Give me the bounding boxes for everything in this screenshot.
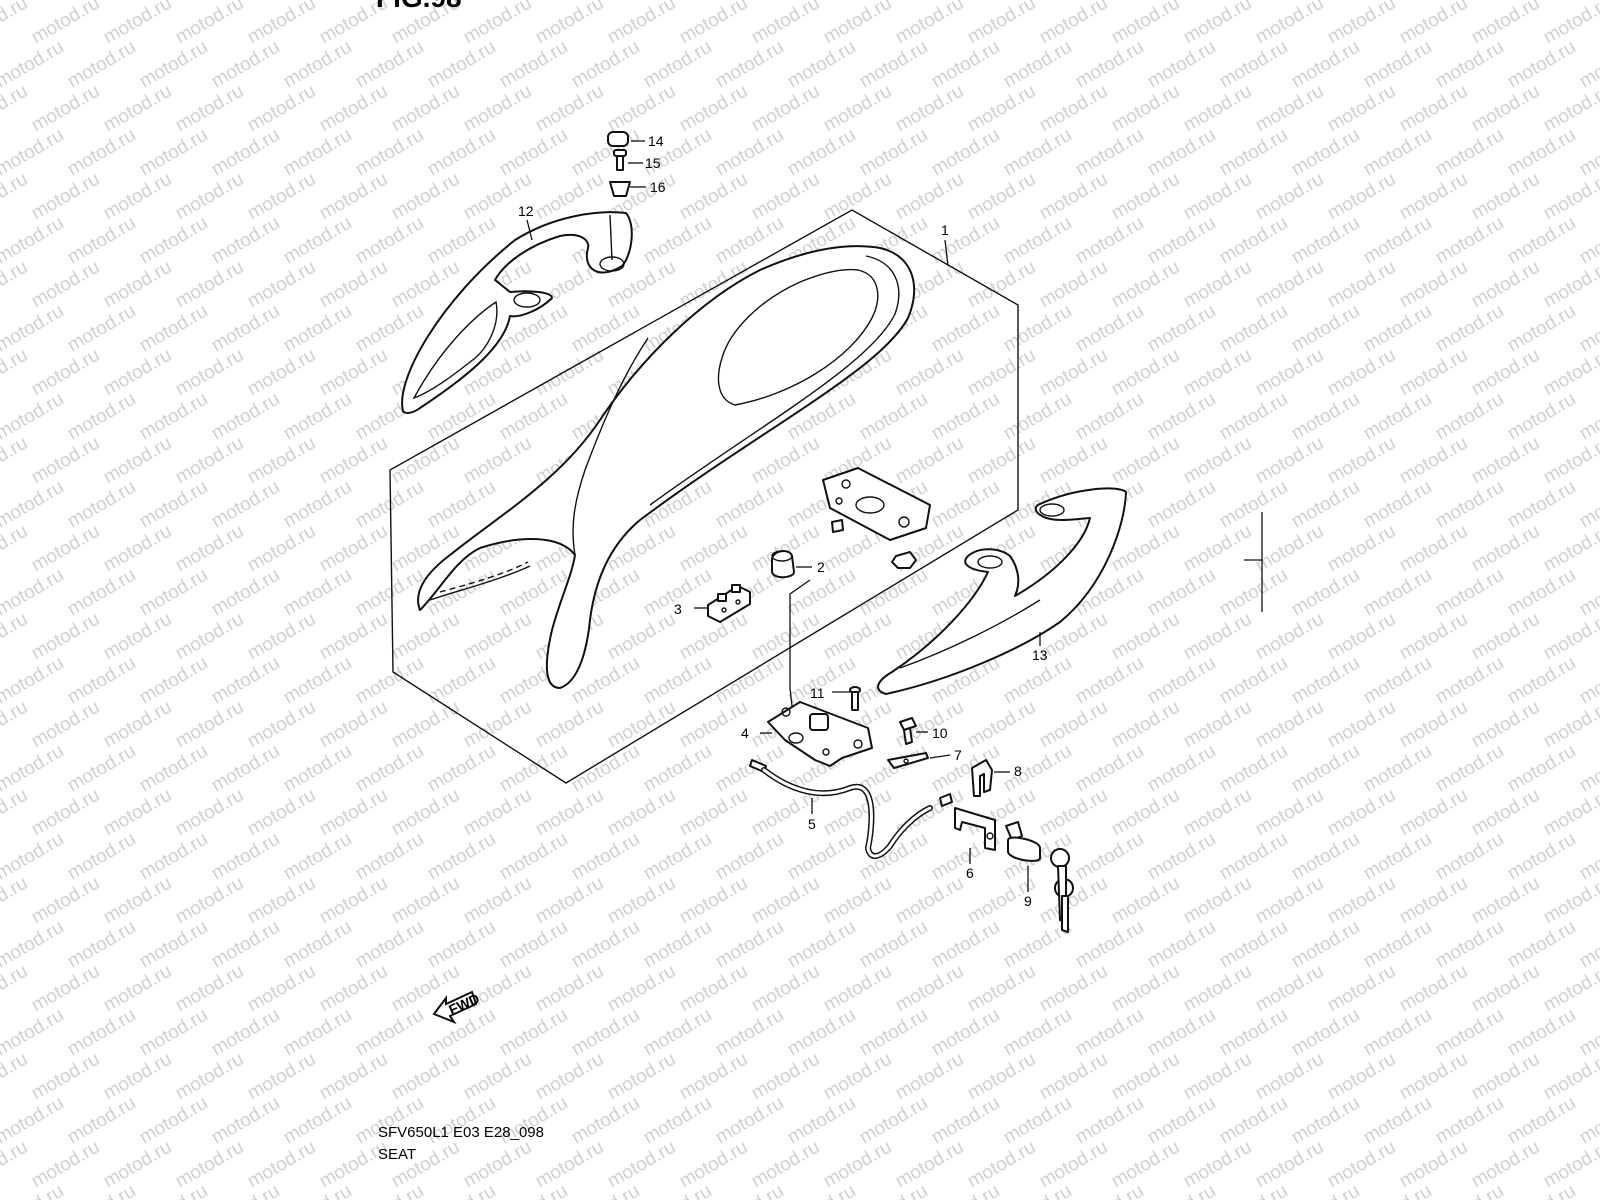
callout-11: 11 [810,685,825,701]
callout-15: 15 [645,155,661,171]
callout-10: 10 [932,725,948,741]
fwd-label: FWD [446,990,482,1018]
callout-4: 4 [741,725,749,741]
callout-7: 7 [954,747,962,763]
callout-6: 6 [966,865,974,881]
reference-mark [1244,512,1263,612]
callout-13: 13 [1032,647,1048,663]
part-16-collar[interactable] [609,181,631,197]
callout-8: 8 [1014,763,1022,779]
part-6-bracket[interactable] [954,807,996,851]
callout-9: 9 [1024,893,1032,909]
part-2-cushion[interactable] [771,550,795,579]
part-15-bolt[interactable] [613,149,627,171]
callout-3: 3 [674,601,682,617]
callout-numbers: 1 2 3 4 5 6 7 8 9 10 11 12 13 14 15 16 [518,133,1048,909]
part-3-cushion-block[interactable] [707,584,751,623]
part-10-bolt[interactable] [899,717,917,745]
part-7-clip[interactable] [887,752,929,769]
part-8-clamp[interactable] [971,759,993,797]
part-13-right-grab-rail[interactable] [877,487,1127,695]
callout-16: 16 [650,179,666,195]
drawing-code: SFV650L1 E03 E28_098 [378,1124,544,1141]
callout-12: 12 [518,203,534,219]
callout-5: 5 [808,816,816,832]
callout-2: 2 [817,559,825,575]
part-1-seat[interactable] [417,245,916,689]
forward-direction-arrow: FWD [432,990,482,1025]
part-9-key-cylinder[interactable] [1005,821,1074,933]
assembly-outline-box [389,209,1019,784]
drawing-title: SEAT [378,1146,417,1163]
callout-14: 14 [648,133,664,149]
part-5-cable[interactable] [749,759,953,859]
small-grommet[interactable] [831,519,844,533]
part-12-left-grab-rail[interactable] [401,211,633,414]
part-4-seat-lock[interactable] [767,701,873,767]
part-14-cap[interactable] [607,131,629,147]
part-11-screw[interactable] [849,686,861,711]
callout-1: 1 [941,222,949,238]
figure-title: FIG.98 [376,0,462,12]
seat-lock-bracket-plate[interactable] [822,467,931,541]
nut[interactable] [891,551,917,569]
leader-lines [526,140,1041,892]
